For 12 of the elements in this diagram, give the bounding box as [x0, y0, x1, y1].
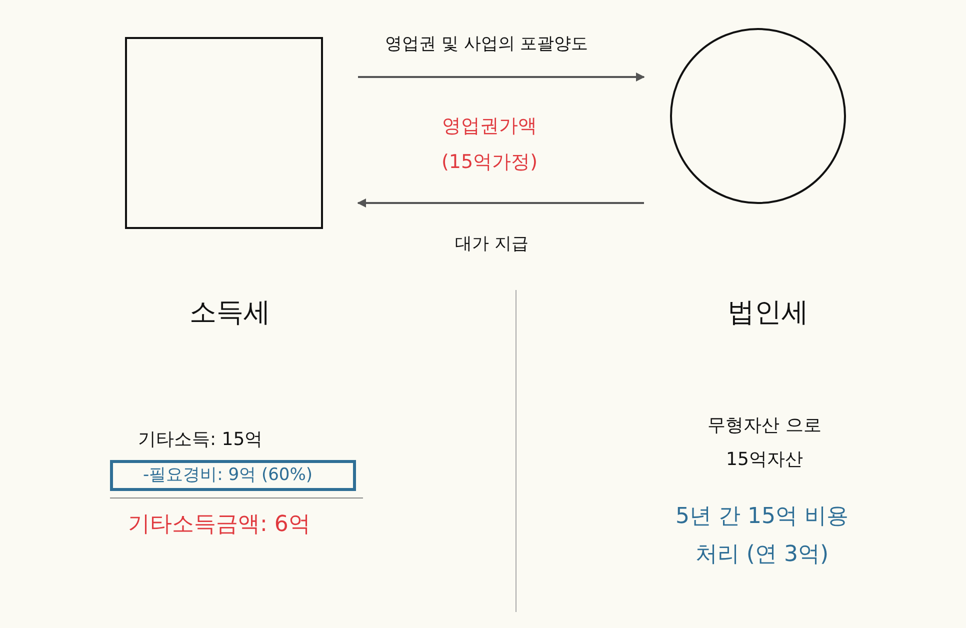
- arrow: [357, 198, 644, 208]
- result-line: 기타소득금액: 6억: [128, 511, 312, 539]
- asset-note: 무형자산 으로 15억자산: [706, 414, 822, 472]
- picture-frame: [125, 37, 323, 229]
- arrow: [358, 72, 645, 82]
- income-line: 기타소득: 15억: [138, 428, 264, 452]
- section-heading: 소득세: [188, 296, 272, 330]
- section-heading: 법인세: [726, 296, 810, 330]
- expense-box: -필요경비: 9억 (60%): [110, 460, 356, 491]
- picture-circle: [670, 28, 846, 204]
- expense-note: 5년 간 15억 비용처리 (연 3억): [674, 503, 850, 569]
- value-note: 영업권가액 (15억가정): [440, 114, 538, 175]
